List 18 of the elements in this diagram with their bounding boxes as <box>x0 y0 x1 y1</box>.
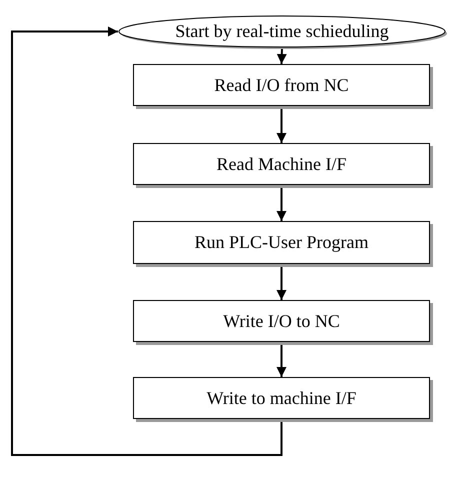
process-box <box>133 300 430 342</box>
arrow <box>276 185 286 221</box>
process-box <box>133 143 430 185</box>
node-label: Run PLC-User Program <box>194 232 368 253</box>
arrow <box>276 264 286 300</box>
arrow <box>276 342 286 377</box>
node-label: Write I/O to NC <box>223 310 340 332</box>
arrow <box>276 106 286 143</box>
node-label: Read Machine I/F <box>216 154 346 174</box>
node-label: Write to machine I/F <box>206 388 356 408</box>
process-box <box>133 377 430 419</box>
process-box <box>133 64 430 106</box>
arrow <box>276 48 287 64</box>
arrow <box>11 26 282 456</box>
process-box <box>133 221 430 264</box>
start-ellipse <box>118 15 446 48</box>
node-label: Read I/O from NC <box>214 74 349 96</box>
node-label: Start by real-time schieduling <box>175 21 389 42</box>
